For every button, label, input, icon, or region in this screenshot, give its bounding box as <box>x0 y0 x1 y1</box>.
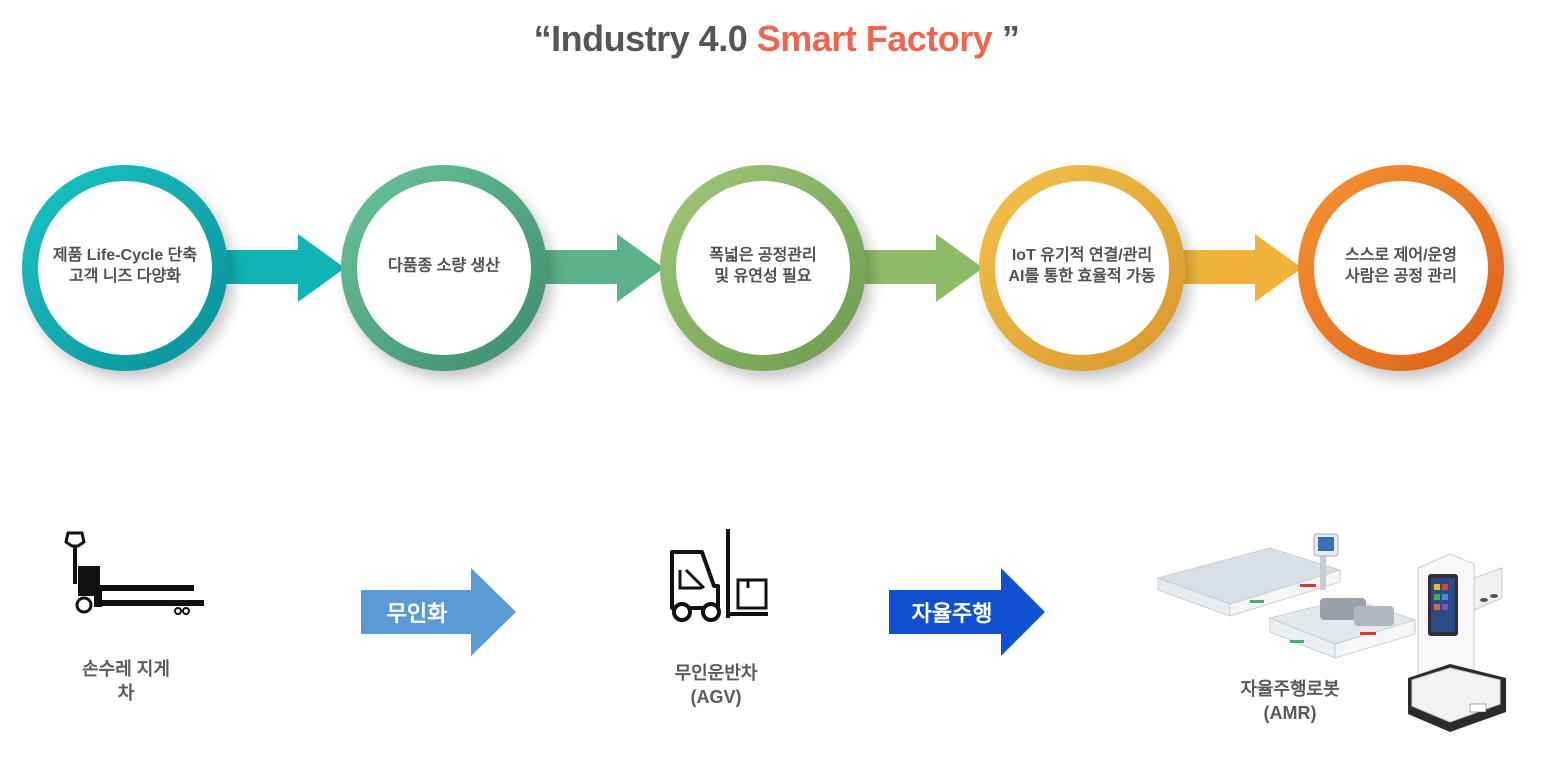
title-accent: Smart Factory <box>756 18 993 59</box>
flow-arrow-1 <box>222 234 345 302</box>
vehicle-label-amr: 자율주행로봇 (AMR) <box>1240 679 1340 723</box>
stage-label-5: 스스로 제어/운영 사람은 공정 관리 <box>1345 247 1457 285</box>
stage-circle-2 <box>341 165 547 371</box>
flow-arrow-3 <box>860 234 983 302</box>
transition-arrow-unmanned: 무인화 <box>361 568 517 656</box>
vehicle-label-agv: 무인운반차 (AGV) <box>674 663 758 707</box>
stage-label-1: 제품 Life-Cycle 단축 고객 니즈 다양화 <box>52 247 198 285</box>
stage-circle-3 <box>660 165 866 371</box>
transition-arrow-autonomous: 자율주행 <box>889 568 1045 656</box>
flow-arrow-2 <box>541 234 664 302</box>
stage-label-3: 폭넓은 공정관리 및 유연성 필요 <box>709 247 817 285</box>
stage-flow-diagram <box>22 165 1504 371</box>
transition-label-unmanned: 무인화 <box>386 601 448 626</box>
stage-circle-4 <box>979 165 1185 371</box>
pallet-jack-icon <box>64 531 204 615</box>
stage-label-2: 다품종 소량 생산 <box>388 257 500 275</box>
transition-label-autonomous: 자율주행 <box>911 601 993 626</box>
amr-robot-image <box>1156 533 1506 732</box>
forklift-icon <box>670 529 768 622</box>
stage-circle-1 <box>22 165 228 371</box>
title-prefix: “Industry 4.0 <box>533 18 757 59</box>
vehicle-label-pallet-jack: 손수레 지게 차 <box>82 659 170 703</box>
stage-circle-5 <box>1298 165 1504 371</box>
stage-label-4: IoT 유기적 연결/관리 AI를 통한 효율적 가동 <box>1008 247 1156 285</box>
flow-arrow-4 <box>1179 234 1302 302</box>
title-suffix: ” <box>992 18 1020 59</box>
page-title: “Industry 4.0 Smart Factory ” <box>0 18 1553 60</box>
